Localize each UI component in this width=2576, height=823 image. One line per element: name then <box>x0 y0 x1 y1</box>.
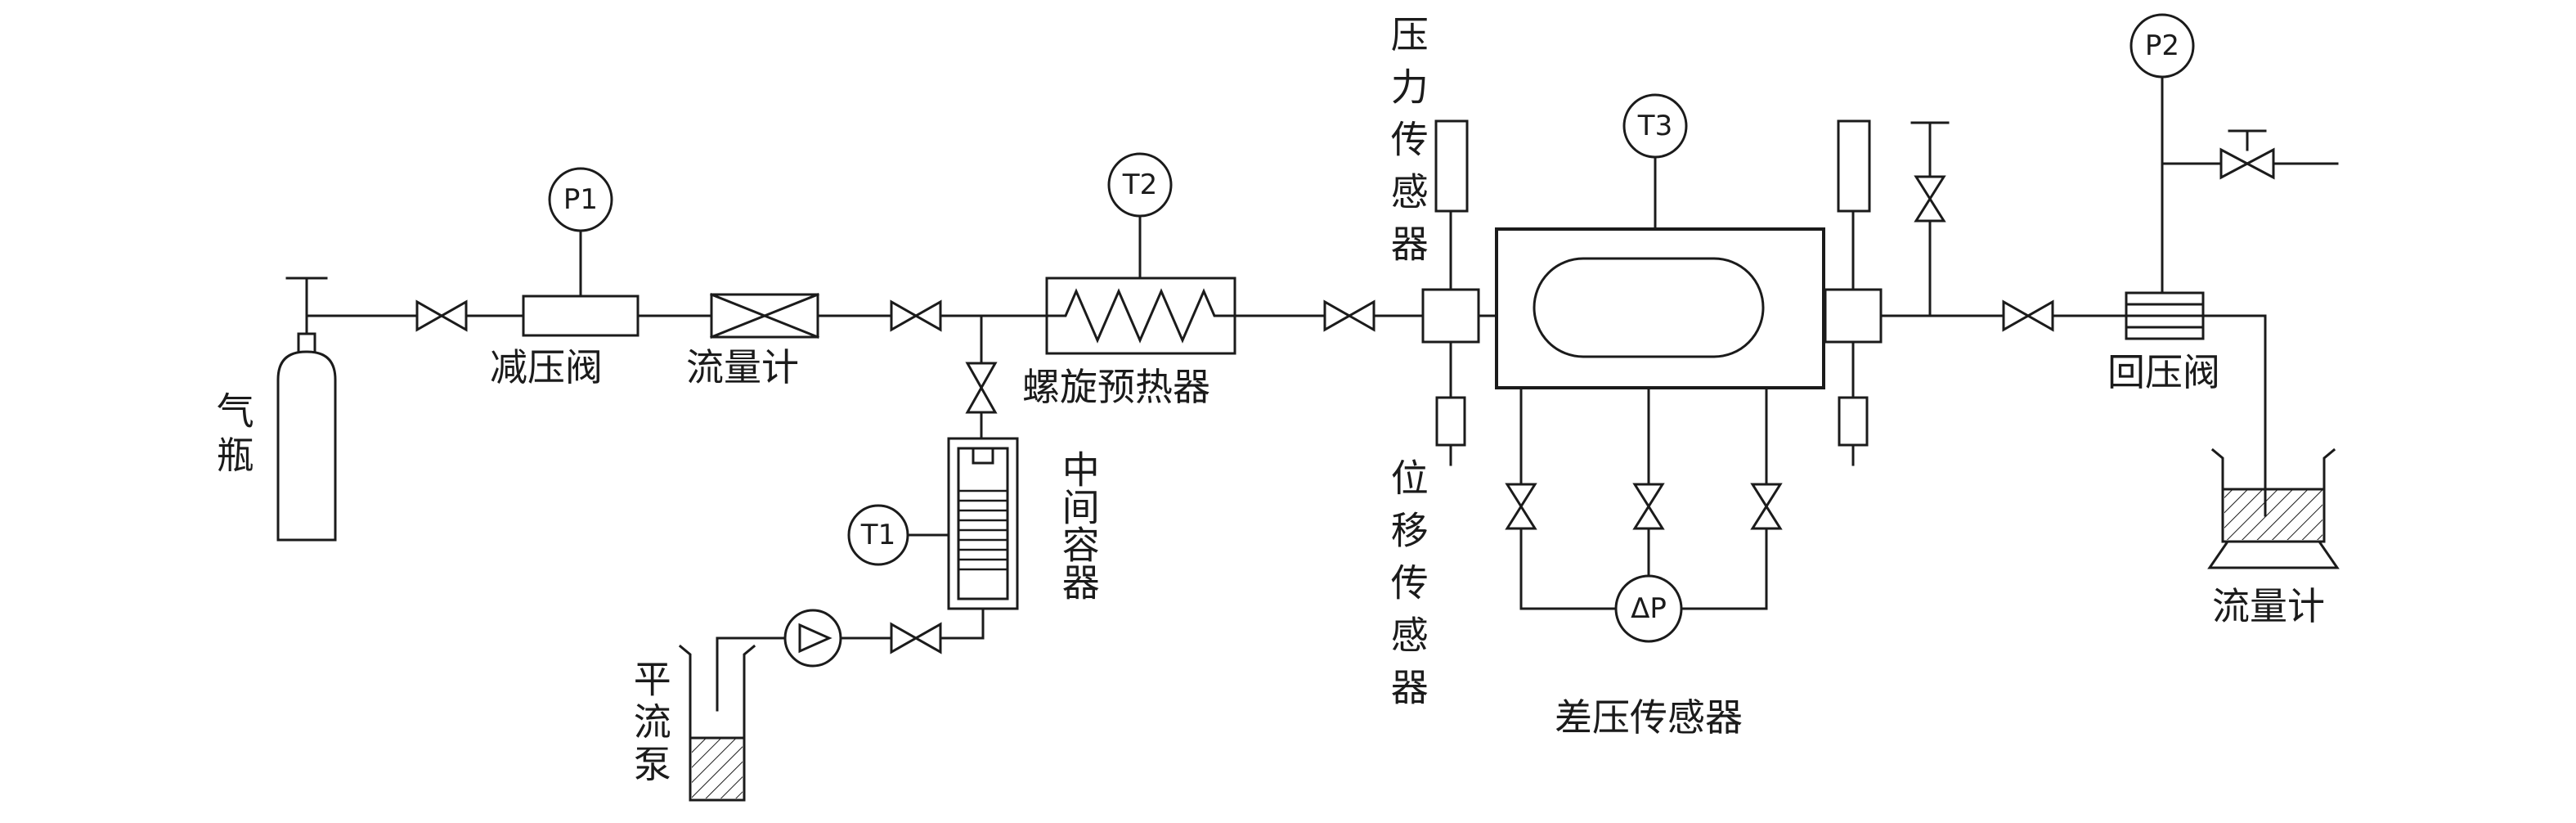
displacement-sensor-label: 位移传感器 <box>1385 458 1428 720</box>
back-pressure-valve-label: 回压阀 <box>2107 352 2220 394</box>
branch-valve-icon <box>965 362 998 414</box>
dp-valve-right-icon <box>1750 483 1783 530</box>
gas-cylinder-label: 气瓶 <box>211 391 254 479</box>
bpv-plates <box>2125 303 2205 329</box>
pressure-reducing-valve <box>522 167 640 337</box>
core-sample <box>1533 257 1765 358</box>
pump-line <box>716 607 985 712</box>
vent-branch <box>1910 121 1950 317</box>
t1-label: T1 <box>860 519 896 551</box>
valve-3-icon <box>1323 299 1376 332</box>
spiral-preheater-label: 螺旋预热器 <box>1022 367 1210 408</box>
reservoir-liquid <box>692 738 743 798</box>
dp-sensor-assembly <box>1505 386 1783 643</box>
flow-meter-inline <box>710 293 819 339</box>
valve-4-icon <box>2002 299 2054 332</box>
flow-meter-outlet-label: 流量计 <box>2212 586 2325 627</box>
spiral-preheater <box>1045 152 1236 355</box>
displacement-sensor-body <box>1435 396 1466 447</box>
t2-label: T2 <box>1122 169 1158 201</box>
dp-gauge <box>1614 574 1683 643</box>
intermediate-vessel <box>847 437 1019 610</box>
pressure-sensor-body <box>1434 119 1469 213</box>
dp-valve-left-icon <box>1505 483 1537 530</box>
collection-liquid <box>2224 489 2322 540</box>
needle-valve-icon <box>2219 147 2275 180</box>
t1-gauge <box>847 504 909 566</box>
vent-valve-icon <box>1914 175 1946 223</box>
needle-valve-stem <box>2228 129 2267 151</box>
collection-beaker <box>2207 447 2340 569</box>
preheater-coil <box>1045 288 1236 344</box>
pump-arrow <box>798 623 832 654</box>
diff-pressure-sensor-label: 差压传感器 <box>1555 697 1743 739</box>
right-probe-body <box>1838 396 1869 447</box>
pressure-sensor-label: 压力传感器 <box>1385 15 1428 277</box>
dp-label: ΔP <box>1631 592 1667 625</box>
pump-reservoir-beaker <box>678 644 756 802</box>
main-vessel <box>1495 93 1825 389</box>
intermediate-vessel-label: 中间容器 <box>1057 450 1099 600</box>
piston-cap <box>972 447 994 465</box>
t3-label: T3 <box>1637 110 1673 142</box>
t2-gauge <box>1107 152 1173 218</box>
cylinder-neck <box>297 332 316 353</box>
gas-cylinder <box>276 277 337 542</box>
vessel-feed-branch <box>965 314 998 440</box>
flow-meter-inline-label: 流量计 <box>686 347 799 389</box>
p1-label: P1 <box>563 183 599 216</box>
pump-valve-icon <box>890 622 942 654</box>
right-sensor-body <box>1837 119 1871 213</box>
p1-gauge <box>548 167 613 232</box>
left-fitting <box>1421 119 1480 466</box>
t3-gauge <box>1622 93 1688 159</box>
p2-gauge <box>2129 13 2195 79</box>
dp-valve-mid-icon <box>1632 483 1665 530</box>
back-pressure-valve <box>2125 13 2339 340</box>
valve-2-icon <box>890 299 942 332</box>
beaker-stand <box>2207 540 2340 569</box>
piston-hatch <box>957 489 1009 571</box>
constant-flow-pump-label: 平流泵 <box>628 659 671 787</box>
reducing-valve-label: 减压阀 <box>490 347 603 389</box>
valve-1-icon <box>415 299 468 332</box>
pump-icon <box>783 609 842 668</box>
p2-label: P2 <box>2144 29 2180 62</box>
right-fitting <box>1824 119 1883 466</box>
